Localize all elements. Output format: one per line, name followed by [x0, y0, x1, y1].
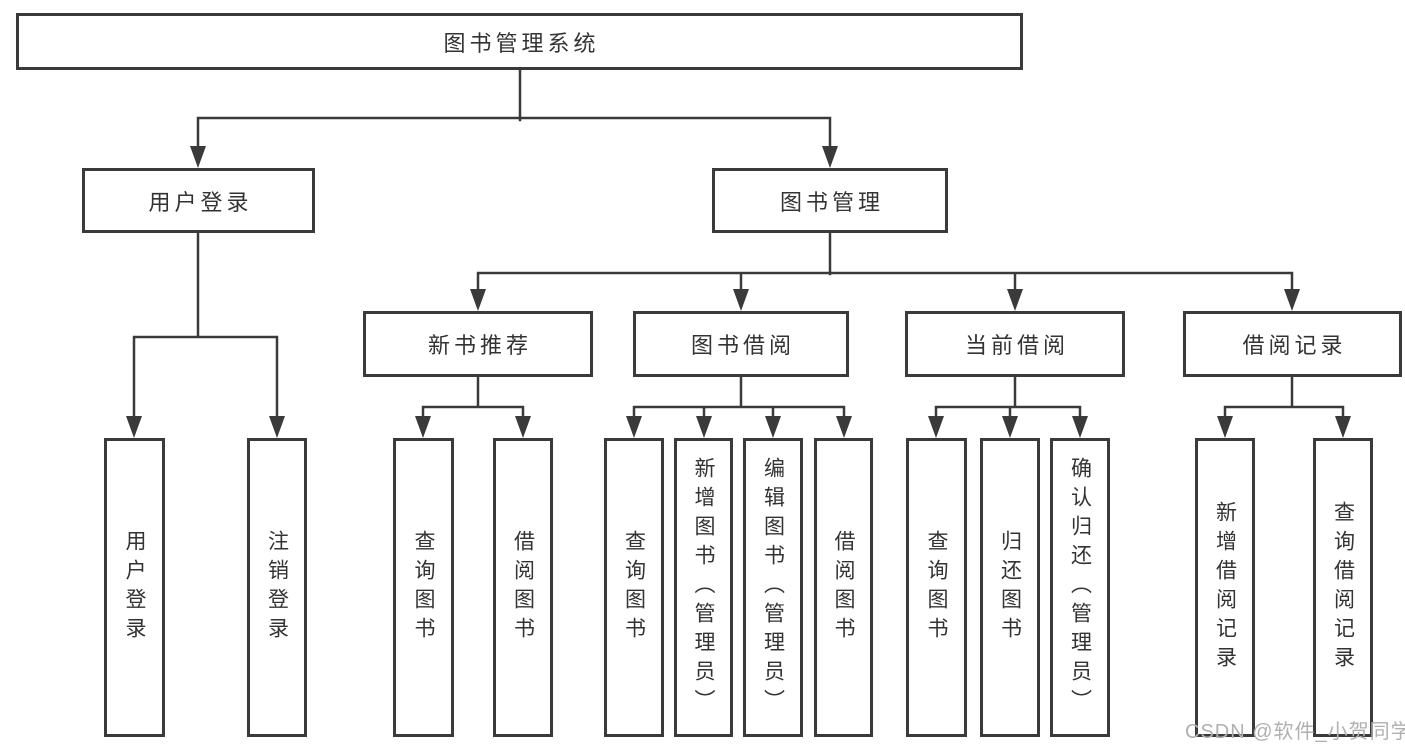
- node-label: 新增借阅记录: [1213, 500, 1237, 675]
- leaf-query-borrow-record: 查询借阅记录: [1313, 438, 1373, 737]
- node-label: 新书推荐: [427, 333, 532, 358]
- node-label: 图书管理系统: [443, 30, 600, 56]
- node-label: 归还图书: [998, 529, 1022, 646]
- node-book-borrowing: 图书借阅: [633, 311, 849, 377]
- node-label: 查询图书: [925, 529, 948, 646]
- leaf-add-books-admin: 新增图书（管理员）: [674, 438, 733, 737]
- node-label: 用户登录: [148, 189, 253, 215]
- leaf-user-login: 用户登录: [104, 438, 165, 737]
- node-label: 当前借阅: [964, 333, 1069, 358]
- node-label: 查询借阅记录: [1331, 500, 1355, 675]
- leaf-query-books-current: 查询图书: [906, 438, 967, 737]
- node-label: 图书管理: [779, 189, 884, 215]
- node-root-system: 图书管理系统: [16, 13, 1023, 70]
- leaf-add-borrow-record: 新增借阅记录: [1195, 438, 1255, 737]
- node-user-login: 用户登录: [82, 168, 315, 233]
- leaf-logout: 注销登录: [247, 438, 307, 737]
- node-label: 查询图书: [412, 529, 435, 646]
- leaf-edit-books-admin: 编辑图书（管理员）: [743, 438, 803, 737]
- node-label: 注销登录: [265, 529, 289, 646]
- leaf-return-books: 归还图书: [980, 438, 1040, 737]
- leaf-confirm-return-admin: 确认归还（管理员）: [1050, 438, 1110, 737]
- node-label: 确认归还（管理员）: [1068, 457, 1092, 718]
- node-label: 借阅图书: [511, 529, 535, 646]
- node-book-management: 图书管理: [712, 168, 948, 233]
- node-label: 新增图书（管理员）: [692, 457, 715, 718]
- leaf-borrow-books-recommend: 借阅图书: [493, 438, 553, 737]
- node-label: 编辑图书（管理员）: [761, 457, 785, 718]
- node-current-borrowing: 当前借阅: [905, 311, 1125, 377]
- leaf-borrow-books-borrowing: 借阅图书: [814, 438, 873, 737]
- node-label: 图书借阅: [690, 333, 795, 358]
- node-new-book-recommendation: 新书推荐: [363, 311, 593, 377]
- node-label: 查询图书: [622, 529, 646, 646]
- leaf-query-books-recommend: 查询图书: [393, 438, 454, 737]
- csdn-watermark: CSDN @软件_小贺同学: [1185, 721, 1405, 743]
- node-label: 借阅图书: [832, 529, 855, 646]
- node-label: 借阅记录: [1242, 333, 1347, 358]
- node-label: 用户登录: [123, 529, 146, 646]
- node-borrowing-records: 借阅记录: [1183, 311, 1402, 377]
- leaf-query-books-borrowing: 查询图书: [604, 438, 664, 737]
